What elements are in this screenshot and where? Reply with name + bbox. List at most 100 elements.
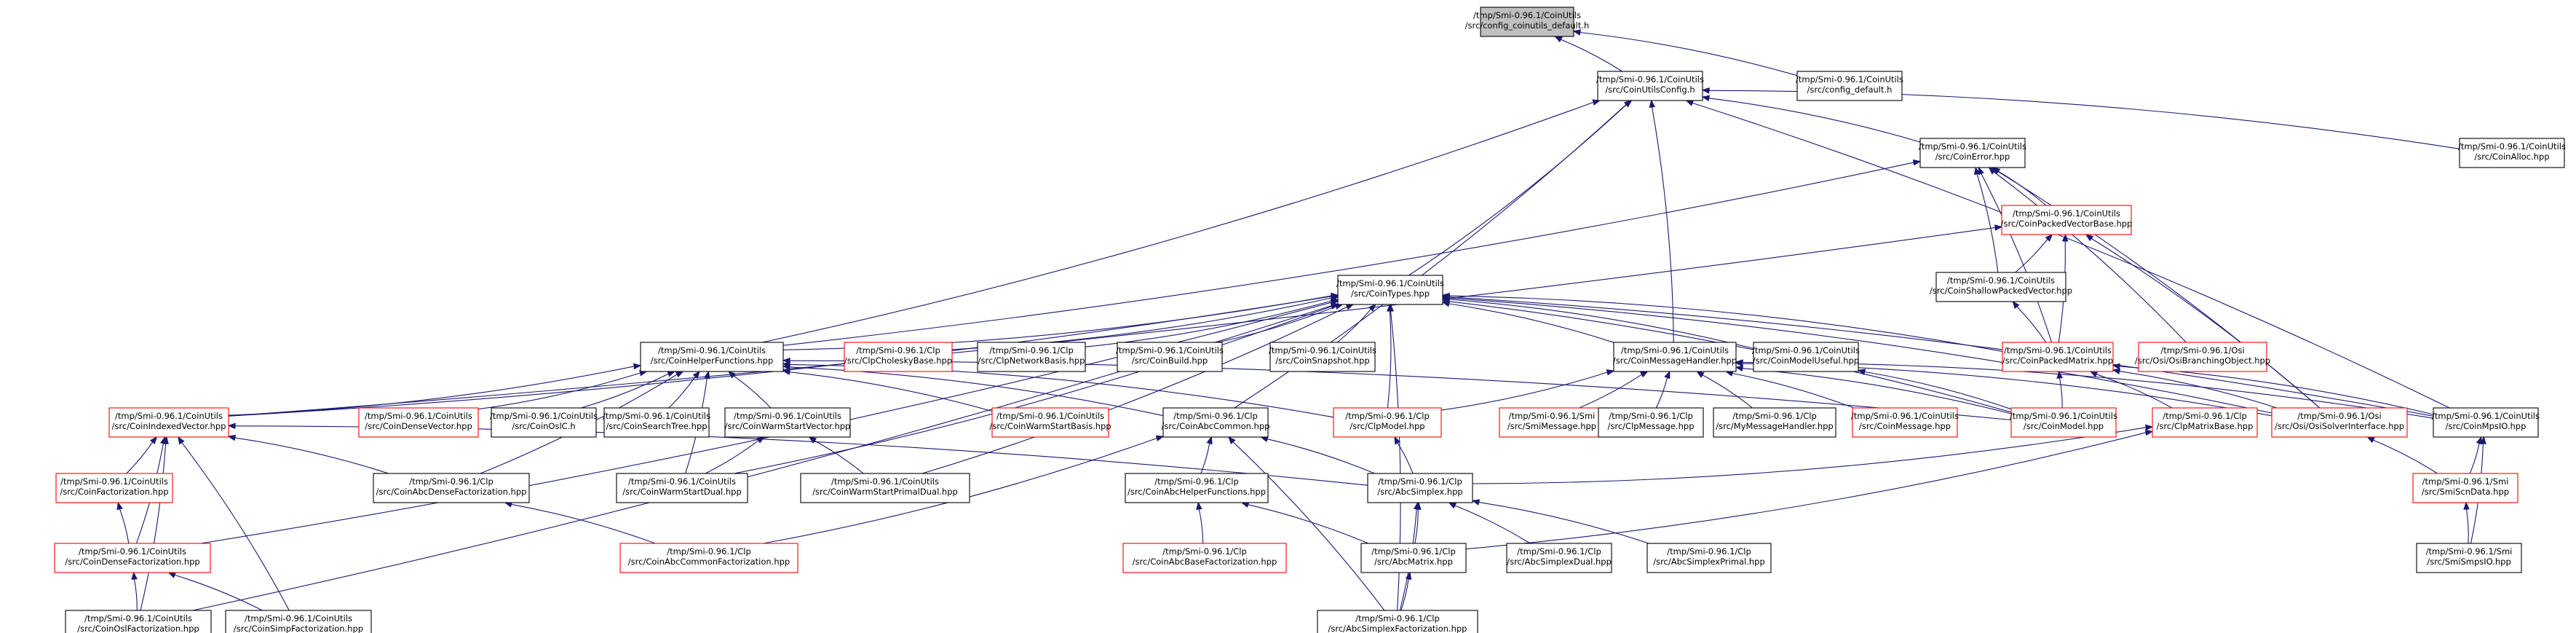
node-box <box>1317 610 1478 633</box>
node-label-line: /tmp/Smi-0.96.1/Clp <box>1517 546 1601 557</box>
edge-coinwarmstartbasis-to-coinhelperfunctions <box>782 369 993 412</box>
node-label-line: /tmp/Smi-0.96.1/Clp <box>1345 411 1430 421</box>
edge-coinabccommonfactorization-to-coinabcdensefactorization <box>504 501 656 544</box>
edge-coinsnapshot-to-cointypes <box>1336 304 1376 343</box>
graph-node-coinerror[interactable]: /tmp/Smi-0.96.1/CoinUtils/src/CoinError.… <box>1919 138 2026 168</box>
edge-coinmodel-to-coinhelperfunctions <box>782 357 2012 421</box>
graph-node-coinmessage[interactable]: /tmp/Smi-0.96.1/CoinUtils/src/CoinMessag… <box>1851 407 1959 438</box>
graph-node-coindensevector[interactable]: /tmp/Smi-0.96.1/CoinUtils/src/CoinDenseV… <box>358 407 479 438</box>
graph-node-abcmatrix[interactable]: /tmp/Smi-0.96.1/Clp/src/AbcMatrix.hpp <box>1360 543 1467 573</box>
edge-clpmodel-to-coinmessagehandler <box>1440 369 1615 411</box>
graph-node-coinmessagehandler[interactable]: /tmp/Smi-0.96.1/CoinUtils/src/CoinMessag… <box>1613 342 1737 372</box>
graph-node-osisolverinterface[interactable]: /tmp/Smi-0.96.1/Osi/src/Osi/OsiSolverInt… <box>2271 407 2408 438</box>
graph-node-coinabcdensefactorization[interactable]: /tmp/Smi-0.96.1/Clp/src/CoinAbcDenseFact… <box>373 473 530 503</box>
graph-node-coinindexedvector[interactable]: /tmp/Smi-0.96.1/CoinUtils/src/CoinIndexe… <box>108 407 229 438</box>
graph-node-smimessage[interactable]: /tmp/Smi-0.96.1/Smi/src/SmiMessage.hpp <box>1499 407 1605 438</box>
node-label-line: /tmp/Smi-0.96.1/CoinUtils <box>60 476 168 487</box>
graph-node-cointypes[interactable]: /tmp/Smi-0.96.1/CoinUtils/src/CoinTypes.… <box>1336 275 1444 305</box>
node-label-line: /src/CoinDenseFactorization.hpp <box>65 557 199 567</box>
graph-node-abcsimplexdual[interactable]: /tmp/Smi-0.96.1/Clp/src/AbcSimplexDual.h… <box>1506 543 1612 573</box>
graph-node-coinhelperfunctions[interactable]: /tmp/Smi-0.96.1/CoinUtils/src/CoinHelper… <box>640 342 784 372</box>
edge-clpmessage-to-coinmessagehandler <box>1655 370 1671 409</box>
graph-node-clpnetworkbasis[interactable]: /tmp/Smi-0.96.1/Clp/src/ClpNetworkBasis.… <box>977 342 1086 372</box>
edge-clpnetworkbasis-to-cointypes <box>1085 297 1339 347</box>
graph-node-coinmpsio[interactable]: /tmp/Smi-0.96.1/CoinUtils/src/CoinMpsIO.… <box>2432 407 2540 438</box>
node-box <box>800 473 970 503</box>
edge-coinwarmstartprimaldual-to-cointypes <box>922 304 1355 474</box>
edge-abcmatrix-to-coinabchelperfunctions <box>1240 501 1369 544</box>
graph-node-root[interactable]: /tmp/Smi-0.96.1/CoinUtils/src/config_coi… <box>1465 7 1590 37</box>
graph-node-abcsimplexprimal[interactable]: /tmp/Smi-0.96.1/Clp/src/AbcSimplexPrimal… <box>1646 543 1772 573</box>
graph-node-coinosic[interactable]: /tmp/Smi-0.96.1/CoinUtils/src/CoinOslC.h <box>490 407 598 438</box>
edge-abcsimplex-to-clpmatrixbase <box>1472 424 2154 484</box>
graph-node-coinbuild[interactable]: /tmp/Smi-0.96.1/CoinUtils/src/CoinBuild.… <box>1116 342 1224 372</box>
graph-node-coinwarmstartprimaldual[interactable]: /tmp/Smi-0.96.1/CoinUtils/src/CoinWarmSt… <box>800 473 970 503</box>
node-label-line: /tmp/Smi-0.96.1/Clp <box>1667 546 1751 557</box>
graph-node-coinsnapshot[interactable]: /tmp/Smi-0.96.1/CoinUtils/src/CoinSnapsh… <box>1269 342 1376 372</box>
graph-node-coinabccommonfactorization[interactable]: /tmp/Smi-0.96.1/Clp/src/CoinAbcCommonFac… <box>619 543 798 573</box>
node-box <box>2001 205 2132 235</box>
node-label-line: /tmp/Smi-0.96.1/Clp <box>2163 411 2247 421</box>
node-label-line: /tmp/Smi-0.96.1/Clp <box>1173 411 1258 421</box>
graph-node-coinwarmstartbasis[interactable]: /tmp/Smi-0.96.1/CoinUtils/src/CoinWarmSt… <box>989 407 1111 438</box>
node-label-line: /src/CoinAlloc.hpp <box>2474 152 2549 162</box>
node-box <box>1935 272 2066 302</box>
node-label-line: /tmp/Smi-0.96.1/CoinUtils <box>734 411 841 421</box>
graph-node-coindensefactorization[interactable]: /tmp/Smi-0.96.1/CoinUtils/src/CoinDenseF… <box>54 543 211 573</box>
graph-node-coinpackedvectorbase[interactable]: /tmp/Smi-0.96.1/CoinUtils/src/CoinPacked… <box>2001 205 2133 235</box>
graph-node-coinsearchtree[interactable]: /tmp/Smi-0.96.1/CoinUtils/src/CoinSearch… <box>603 407 710 438</box>
graph-node-config_default[interactable]: /tmp/Smi-0.96.1/CoinUtils/src/config_def… <box>1796 71 1903 101</box>
node-label-line: /tmp/Smi-0.96.1/CoinUtils <box>1473 10 1581 20</box>
graph-node-coinmodeluseful[interactable]: /tmp/Smi-0.96.1/CoinUtils/src/CoinModelU… <box>1752 342 1860 372</box>
node-box <box>1506 543 1612 573</box>
edge-coinoslfactorization-to-coindensefactorization <box>131 571 138 611</box>
edge-abcsimplex-to-coinabccommon <box>1260 436 1375 474</box>
graph-node-coinsimpfactorization[interactable]: /tmp/Smi-0.96.1/CoinUtils/src/CoinSimpFa… <box>225 610 372 633</box>
node-label-line: /tmp/Smi-0.96.1/Smi <box>2426 546 2513 557</box>
edge-abcsimplexprimal-to-abcsimplex <box>1471 499 1649 544</box>
node-label-line: /src/CoinOslC.h <box>512 421 575 431</box>
graph-node-smiscndata[interactable]: /tmp/Smi-0.96.1/Smi/src/SmiScnData.hpp <box>2412 473 2518 503</box>
edge-coinmpsio-to-cointypes <box>1441 294 2434 417</box>
graph-node-smismpsio[interactable]: /tmp/Smi-0.96.1/Smi/src/SmiSmpsIO.hpp <box>2416 543 2522 573</box>
graph-node-coinpackedmatrix[interactable]: /tmp/Smi-0.96.1/CoinUtils/src/CoinPacked… <box>2002 342 2114 372</box>
node-box <box>1597 71 1703 101</box>
graph-node-coinfactorization[interactable]: /tmp/Smi-0.96.1/CoinUtils/src/CoinFactor… <box>55 473 173 503</box>
graph-node-abcsimplexfactorization[interactable]: /tmp/Smi-0.96.1/Clp/src/AbcSimplexFactor… <box>1317 610 1478 633</box>
graph-node-abcsimplex[interactable]: /tmp/Smi-0.96.1/Clp/src/AbcSimplex.hpp <box>1367 473 1473 503</box>
node-box <box>55 473 173 503</box>
edge-coinabchelperfunctions-to-coinabccommon <box>1200 436 1213 474</box>
graph-node-osibranchingobject[interactable]: /tmp/Smi-0.96.1/Osi/src/Osi/OsiBranching… <box>2135 342 2270 372</box>
graph-node-coinmodel[interactable]: /tmp/Smi-0.96.1/CoinUtils/src/CoinModel.… <box>2010 407 2117 438</box>
graph-node-coinabchelperfunctions[interactable]: /tmp/Smi-0.96.1/Clp/src/CoinAbcHelperFun… <box>1125 473 1269 503</box>
graph-node-coinutilsconfig[interactable]: /tmp/Smi-0.96.1/CoinUtils/src/CoinUtilsC… <box>1596 71 1704 101</box>
node-label-line: /tmp/Smi-0.96.1/CoinUtils <box>1269 345 1376 355</box>
graph-node-mymessagehandler[interactable]: /tmp/Smi-0.96.1/Clp/src/MyMessageHandler… <box>1713 407 1836 438</box>
node-box <box>108 407 229 438</box>
node-label-line: /src/CoinModelUseful.hpp <box>1753 355 1859 366</box>
node-box <box>1162 407 1269 438</box>
node-label-line: /tmp/Smi-0.96.1/Osi <box>2297 411 2381 421</box>
node-label-line: /tmp/Smi-0.96.1/CoinUtils <box>628 476 736 487</box>
node-label-line: /tmp/Smi-0.96.1/CoinUtils <box>115 411 223 421</box>
node-label-line: /src/CoinModel.hpp <box>2024 421 2104 431</box>
node-label-line: /tmp/Smi-0.96.1/CoinUtils <box>84 613 192 624</box>
graph-node-coinalloc[interactable]: /tmp/Smi-0.96.1/CoinUtils/src/CoinAlloc.… <box>2458 138 2566 168</box>
graph-node-coinshallowpackedvector[interactable]: /tmp/Smi-0.96.1/CoinUtils/src/CoinShallo… <box>1930 272 2072 302</box>
node-label-line: /tmp/Smi-0.96.1/Clp <box>1732 411 1817 421</box>
edge-coinmodel-to-coinmodeluseful <box>1857 369 2012 410</box>
node-box <box>1852 407 1958 438</box>
graph-node-coinwarmstartdual[interactable]: /tmp/Smi-0.96.1/CoinUtils/src/CoinWarmSt… <box>616 473 748 503</box>
graph-node-clpcholeskybase[interactable]: /tmp/Smi-0.96.1/Clp/src/ClpCholeskyBase.… <box>844 342 953 372</box>
graph-node-clpmatrixbase[interactable]: /tmp/Smi-0.96.1/Clp/src/ClpMatrixBase.hp… <box>2152 407 2258 438</box>
graph-node-coinabccommon[interactable]: /tmp/Smi-0.96.1/Clp/src/CoinAbcCommon.hp… <box>1162 407 1270 438</box>
graph-node-coinoslfactorization[interactable]: /tmp/Smi-0.96.1/CoinUtils/src/CoinOslFac… <box>65 610 212 633</box>
graph-node-clpmessage[interactable]: /tmp/Smi-0.96.1/Clp/src/ClpMessage.hpp <box>1598 407 1704 438</box>
node-label-line: /src/AbcSimplex.hpp <box>1377 487 1462 497</box>
graph-node-coinabcbasefactorization[interactable]: /tmp/Smi-0.96.1/Clp/src/CoinAbcBaseFacto… <box>1122 543 1287 573</box>
graph-node-clpmodel[interactable]: /tmp/Smi-0.96.1/Clp/src/ClpModel.hpp <box>1333 407 1442 438</box>
edge-coinsimpfactorization-to-coinindexedvector <box>178 436 290 611</box>
node-label-line: /tmp/Smi-0.96.1/CoinUtils <box>79 546 186 557</box>
graph-node-coinwarmstartvector[interactable]: /tmp/Smi-0.96.1/CoinUtils/src/CoinWarmSt… <box>724 407 851 438</box>
